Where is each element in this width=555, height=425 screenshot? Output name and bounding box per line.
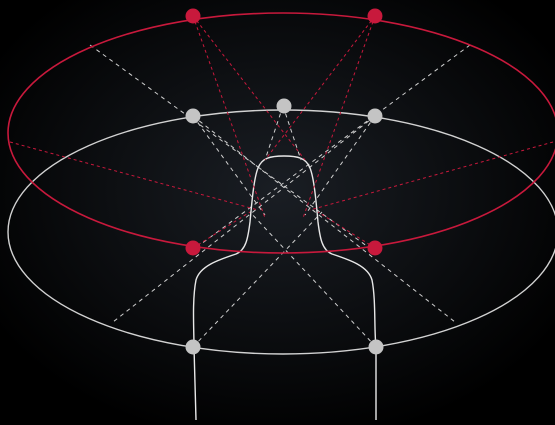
speaker-dot-red: [368, 9, 383, 24]
speaker-dot-grey: [186, 340, 201, 355]
speaker-dot-red: [368, 241, 383, 256]
speaker-dot-grey: [277, 99, 292, 114]
speaker-dot-grey: [368, 109, 383, 124]
speaker-dot-red: [186, 9, 201, 24]
speaker-dot-grey: [186, 109, 201, 124]
speaker-dot-red: [186, 241, 201, 256]
speaker-dot-grey: [369, 340, 384, 355]
